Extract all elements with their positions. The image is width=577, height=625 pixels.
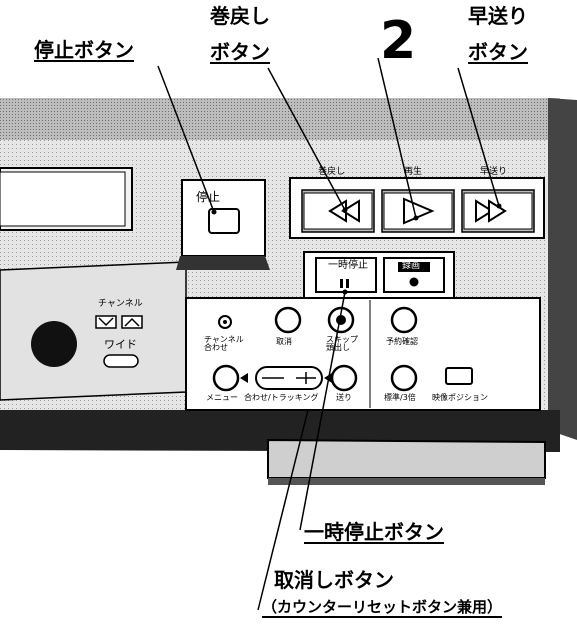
menu-button [212,364,240,392]
panel-label-wide: ワイド [104,338,137,351]
channel-up-button [121,315,143,329]
rewind-callout-line1: 巻戻し [210,4,270,28]
wide-button [103,354,139,368]
panel-label-channel: チャンネル [98,299,143,309]
device-tray [267,438,546,479]
speed-button [390,364,418,392]
lower-control-panel [185,297,541,411]
panel-label-video-position: 映像ポジション [432,393,488,402]
left-control-block [0,261,187,401]
send-button [330,364,358,392]
video-position-button [445,367,473,385]
jog-dial [31,321,77,367]
panel-label-send: 送り [336,393,352,402]
panel-label-tracking: 合わせ/トラッキング [244,393,319,402]
cancel-panel-button [274,306,302,334]
pause-button-callout: 一時停止ボタン [304,520,444,544]
panel-label-rewind: 巻戻し [318,167,346,177]
cancel-button-note: （カウンターリセットボタン兼用） [262,598,503,618]
stop-button-callout: 停止ボタン [34,38,134,62]
panel-label-pause: 一時停止 [328,260,368,271]
panel-label-timer-reserve: 予約確認 [386,337,418,346]
panel-label-record: 録画 [402,261,421,271]
cancel-button-callout: 取消しボタン [274,568,394,592]
panel-label-skip-search: スキップ 頭出し [326,335,358,352]
panel-label-speed: 標準/3倍 [384,393,416,402]
leader-lines [157,57,500,611]
panel-label-ff: 早送り [480,167,508,177]
device-right-edge [548,98,577,440]
panel-label-stop: 停止 [196,190,221,204]
panel-label-channel-mode: チャンネル 合わせ [204,335,244,352]
channel-down-button [95,315,117,329]
panel-label-menu: メニュー [206,393,238,402]
step-number: 2 [380,11,416,71]
panel-label-cancel: 取消 [276,337,292,346]
ff-callout-line2: ボタン [468,40,528,64]
panel-label-play: 再生 [404,167,423,177]
stop-button [208,208,240,234]
rewind-callout-line2: ボタン [210,40,270,64]
leader-dots [211,203,502,295]
device-top-strip [0,98,560,140]
timer-reserve-button [390,306,418,334]
ff-callout-line1: 早送り [468,4,528,28]
